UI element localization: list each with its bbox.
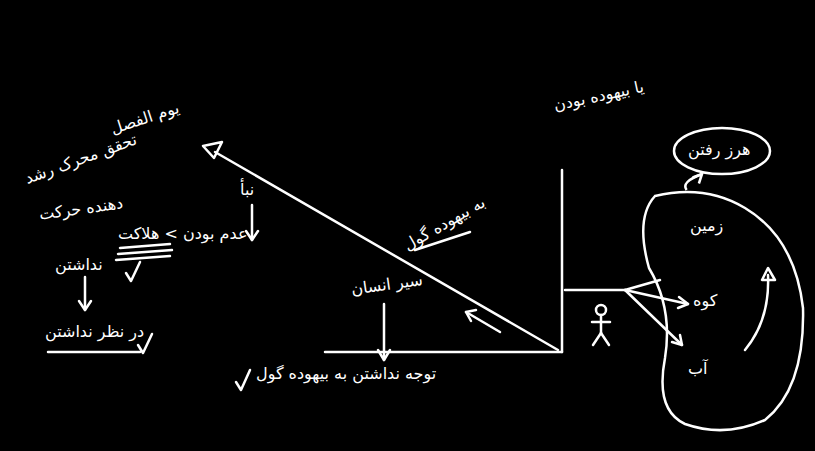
note-label: نداشتن	[55, 255, 103, 274]
line-label: سیر انسان	[350, 270, 424, 299]
node-text: کوه	[693, 291, 717, 310]
node-text: هرز رفتن	[688, 140, 750, 159]
note-label: دهنده حرکت	[38, 193, 124, 224]
note-label: نبأ	[240, 180, 254, 199]
note-label: تحقق محرک رشد	[22, 130, 139, 188]
circled-term: یا بیهوده بودنهرز رفتن	[672, 126, 772, 176]
note-label: در نظر نداشتن	[45, 322, 144, 341]
node-heading: یا بیهوده بودن	[552, 77, 646, 115]
arrow-connector	[685, 174, 702, 190]
line-label: به بیهوده گول	[400, 192, 489, 254]
mountain-label: کوه	[685, 288, 726, 314]
note-label: توجه نداشتن به بیهوده گول	[256, 364, 436, 383]
land-region: زمین کوه آب	[635, 188, 807, 438]
note-label: یوم الفصل	[108, 98, 182, 138]
node-text: آب	[688, 359, 708, 378]
water-label: آب	[680, 356, 716, 382]
note-label: عدم بودن > هلاکت	[118, 224, 247, 243]
node-text: زمین	[690, 216, 723, 235]
